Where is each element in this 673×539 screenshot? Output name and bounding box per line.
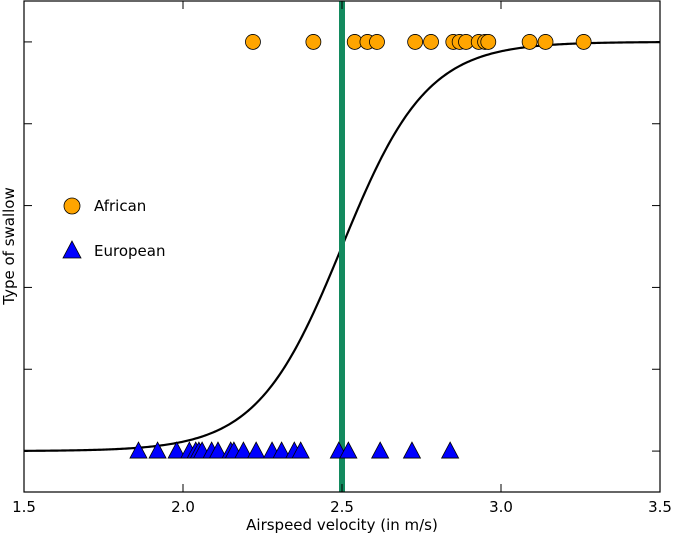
- point-european: [167, 441, 186, 459]
- point-european: [291, 441, 310, 459]
- legend-european-marker: [62, 240, 82, 259]
- point-european: [440, 441, 460, 459]
- point-african: [407, 34, 424, 50]
- point-african: [305, 34, 322, 50]
- point-european: [148, 441, 167, 459]
- x-tick-label: 3.0: [489, 498, 513, 516]
- point-european: [370, 441, 390, 459]
- x-tick-label: 2.0: [171, 498, 195, 516]
- legend-european-label: European: [94, 242, 165, 260]
- y-axis-label: Type of swallow: [0, 187, 18, 306]
- point-european: [339, 441, 358, 459]
- point-european: [272, 441, 291, 459]
- x-axis-label: Airspeed velocity (in m/s): [246, 516, 438, 534]
- point-african: [480, 34, 497, 50]
- point-european: [402, 441, 422, 459]
- legend: African European: [62, 197, 165, 260]
- legend-african-label: African: [94, 197, 146, 215]
- x-tick-label: 3.5: [648, 498, 672, 516]
- point-african: [575, 34, 592, 50]
- x-tick-label: 1.5: [12, 498, 36, 516]
- point-african: [369, 34, 385, 50]
- point-african: [537, 34, 554, 50]
- x-tick-label: 2.5: [330, 498, 354, 516]
- legend-african-marker: [63, 197, 81, 215]
- point-european: [246, 441, 266, 459]
- point-european: [208, 441, 228, 459]
- point-african: [423, 34, 439, 50]
- point-african: [245, 34, 261, 50]
- point-african: [521, 34, 538, 50]
- point-european: [234, 441, 253, 459]
- point-european: [129, 441, 148, 459]
